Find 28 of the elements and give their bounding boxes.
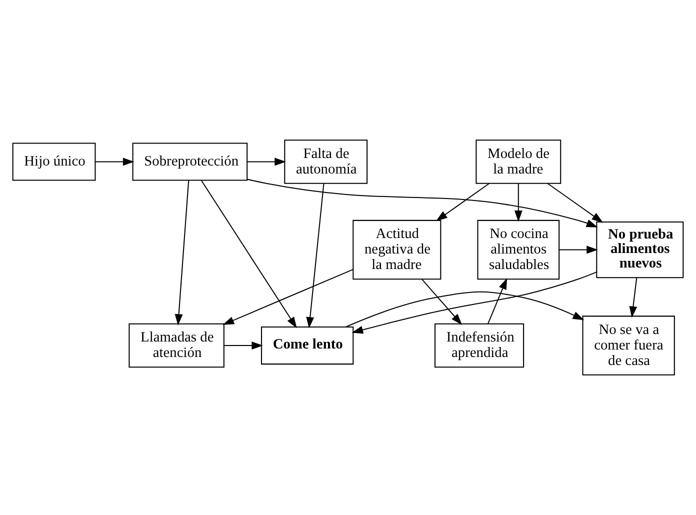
node-box: No prueba alimentos nuevos bbox=[596, 221, 684, 278]
node-box: Llamadas de atención bbox=[128, 323, 224, 368]
arrow bbox=[629, 278, 638, 318]
arrow bbox=[306, 184, 324, 328]
arrow bbox=[174, 180, 190, 326]
node-box: Come lento bbox=[261, 326, 354, 365]
arrow bbox=[436, 182, 490, 222]
node-box: No se va a comer fuera de casa bbox=[582, 316, 675, 376]
arrow bbox=[514, 184, 522, 222]
arrow bbox=[247, 158, 286, 166]
node-box: Sobreprotección bbox=[132, 142, 248, 181]
arrow bbox=[422, 279, 462, 325]
node-box: Actitud negativa de la madre bbox=[352, 220, 442, 280]
node-box: Indefensión aprendida bbox=[434, 323, 524, 368]
arrow bbox=[247, 178, 598, 228]
node-box: Falta de autonomía bbox=[284, 140, 368, 184]
arrow bbox=[547, 182, 604, 223]
arrow bbox=[200, 180, 297, 328]
arrow bbox=[352, 272, 597, 334]
arrow bbox=[224, 342, 264, 350]
arrow bbox=[346, 291, 584, 328]
node-box: No cocina alimentos saludables bbox=[477, 220, 560, 280]
node-box: Modelo de la madre bbox=[476, 140, 562, 184]
arrow bbox=[95, 158, 134, 166]
arrow bbox=[487, 278, 508, 324]
node-box: Hijo único bbox=[12, 142, 96, 181]
arrow bbox=[222, 268, 354, 325]
arrow bbox=[559, 246, 598, 254]
